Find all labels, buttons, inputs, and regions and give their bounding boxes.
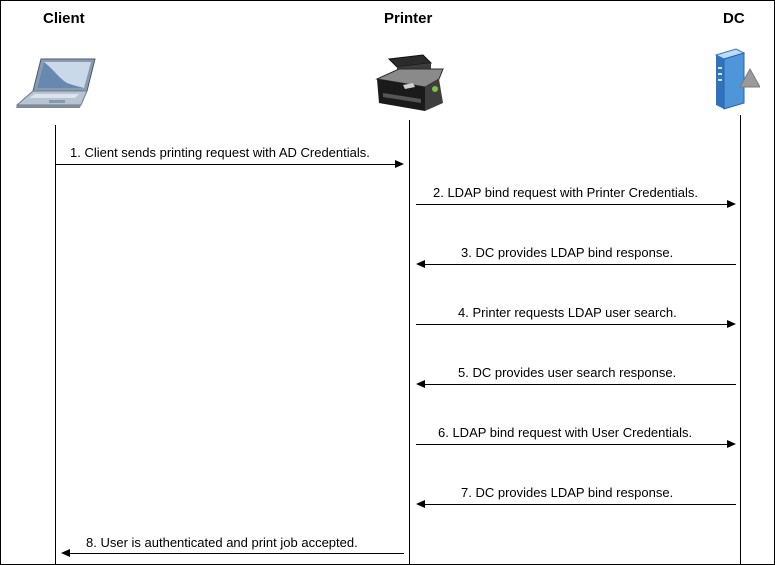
message-arrow <box>416 500 736 509</box>
lifeline-dc <box>740 115 741 564</box>
actor-label-client: Client <box>43 10 85 27</box>
message-arrow <box>416 200 736 209</box>
actor-label-printer: Printer <box>384 10 433 27</box>
laptop-icon <box>15 58 96 108</box>
message-label: 7. DC provides LDAP bind response. <box>461 485 674 500</box>
lifeline-printer <box>409 120 410 564</box>
message-label: 2. LDAP bind request with Printer Creden… <box>433 185 698 200</box>
message-arrow <box>416 260 736 269</box>
message-arrow <box>416 380 736 389</box>
actor-label-dc: DC <box>723 10 745 27</box>
message-label: 1. Client sends printing request with AD… <box>70 145 370 160</box>
message-label: 8. User is authenticated and print job a… <box>86 535 358 550</box>
message-label: 3. DC provides LDAP bind response. <box>461 245 674 260</box>
message-arrow <box>416 440 736 449</box>
message-arrow <box>56 160 404 169</box>
server-icon <box>714 48 760 110</box>
message-arrow <box>416 320 736 329</box>
message-label: 6. LDAP bind request with User Credentia… <box>438 425 693 440</box>
lifeline-client <box>55 125 56 564</box>
printer-icon <box>375 54 444 111</box>
message-label: 5. DC provides user search response. <box>458 365 677 380</box>
message-label: 4. Printer requests LDAP user search. <box>458 305 677 320</box>
message-arrow <box>61 549 404 558</box>
